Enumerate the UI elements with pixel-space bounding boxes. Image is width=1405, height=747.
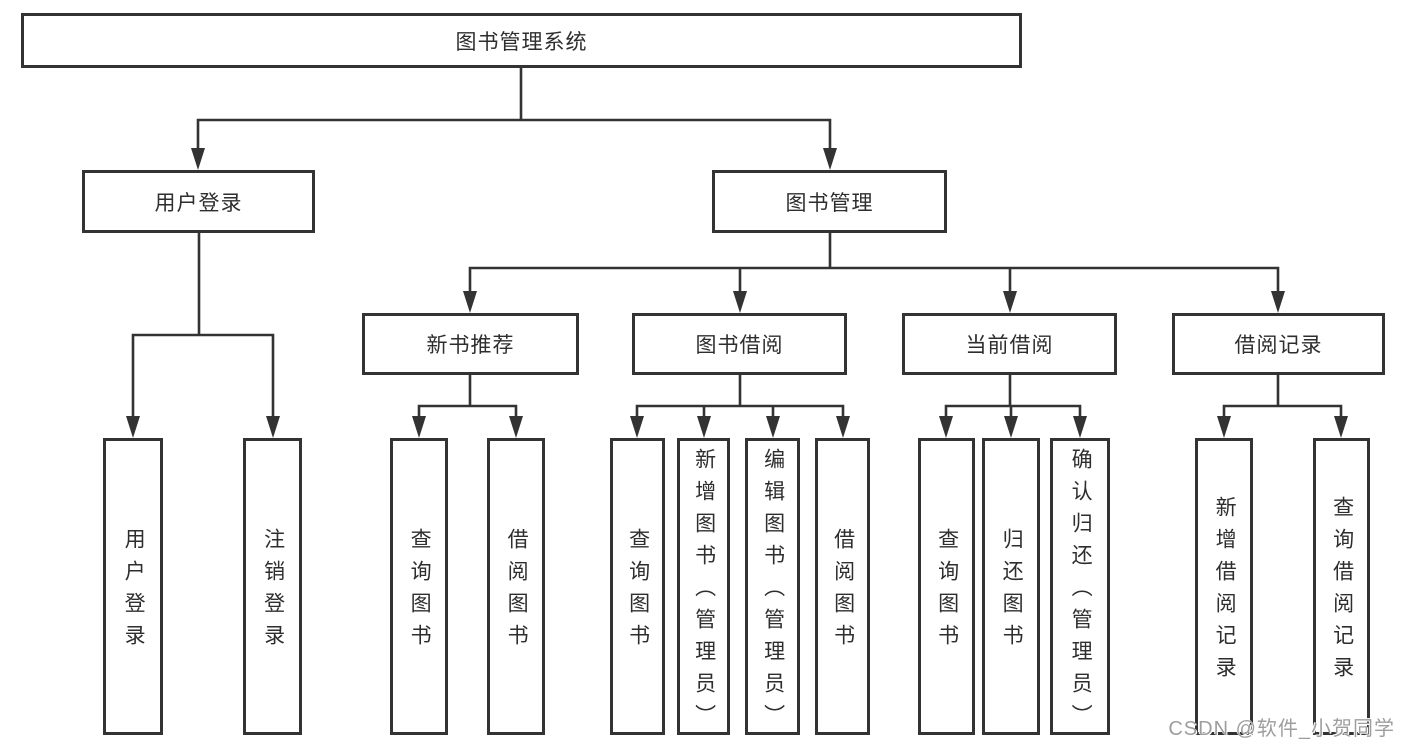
node-book-management: 图书管理	[712, 170, 947, 233]
node-new-book-recommend: 新书推荐	[362, 313, 579, 375]
node-book-borrowing: 图书借阅	[632, 313, 847, 375]
node-label: 编辑图书（管理员）	[761, 448, 785, 736]
node-label: 图书借阅	[695, 334, 784, 357]
leaf-query-borrow-record: 查询借阅记录	[1313, 438, 1370, 735]
node-label: 借阅图书	[831, 528, 855, 656]
leaf-edit-book-admin: 编辑图书（管理员）	[745, 438, 800, 736]
node-label: 查询图书	[935, 528, 959, 656]
leaf-borrow-books-recommend: 借阅图书	[487, 438, 545, 735]
leaf-confirm-return-admin: 确认归还（管理员）	[1050, 438, 1110, 736]
node-borrow-records: 借阅记录	[1172, 313, 1385, 375]
node-label: 新增借阅记录	[1213, 496, 1237, 688]
node-user-login: 用户登录	[82, 170, 315, 233]
node-label: 归还图书	[1000, 528, 1024, 656]
node-label: 查询借阅记录	[1330, 496, 1354, 688]
leaf-return-book: 归还图书	[982, 438, 1040, 735]
leaf-borrow-books: 借阅图书	[815, 438, 870, 735]
tree-edges	[131, 66, 1343, 420]
leaf-query-books-current: 查询图书	[918, 438, 975, 735]
node-label: 新书推荐	[426, 334, 515, 357]
node-label: 新增图书（管理员）	[692, 448, 716, 736]
node-label: 借阅记录	[1234, 334, 1323, 357]
node-current-borrowing: 当前借阅	[902, 313, 1117, 375]
node-label: 确认归还（管理员）	[1069, 448, 1093, 736]
node-label: 用户登录	[122, 528, 146, 656]
node-library-management-system: 图书管理系统	[21, 13, 1022, 68]
node-label: 注销登录	[261, 528, 285, 656]
leaf-add-borrow-record: 新增借阅记录	[1195, 438, 1253, 735]
node-label: 借阅图书	[505, 528, 529, 656]
node-label: 图书管理系统	[455, 30, 588, 54]
leaf-logout: 注销登录	[243, 438, 302, 735]
arrowheads	[126, 148, 1348, 438]
leaf-query-books-recommend: 查询图书	[390, 438, 448, 735]
node-label: 查询图书	[626, 528, 650, 656]
leaf-query-books-borrowing: 查询图书	[610, 438, 665, 735]
leaf-user-login: 用户登录	[103, 438, 163, 735]
node-label: 当前借阅	[965, 334, 1054, 357]
leaf-add-book-admin: 新增图书（管理员）	[677, 438, 730, 736]
node-label: 查询图书	[408, 528, 432, 656]
csdn-watermark: CSDN @软件_小贺同学	[1168, 718, 1395, 740]
node-label: 图书管理	[785, 191, 874, 215]
node-label: 用户登录	[154, 191, 243, 215]
